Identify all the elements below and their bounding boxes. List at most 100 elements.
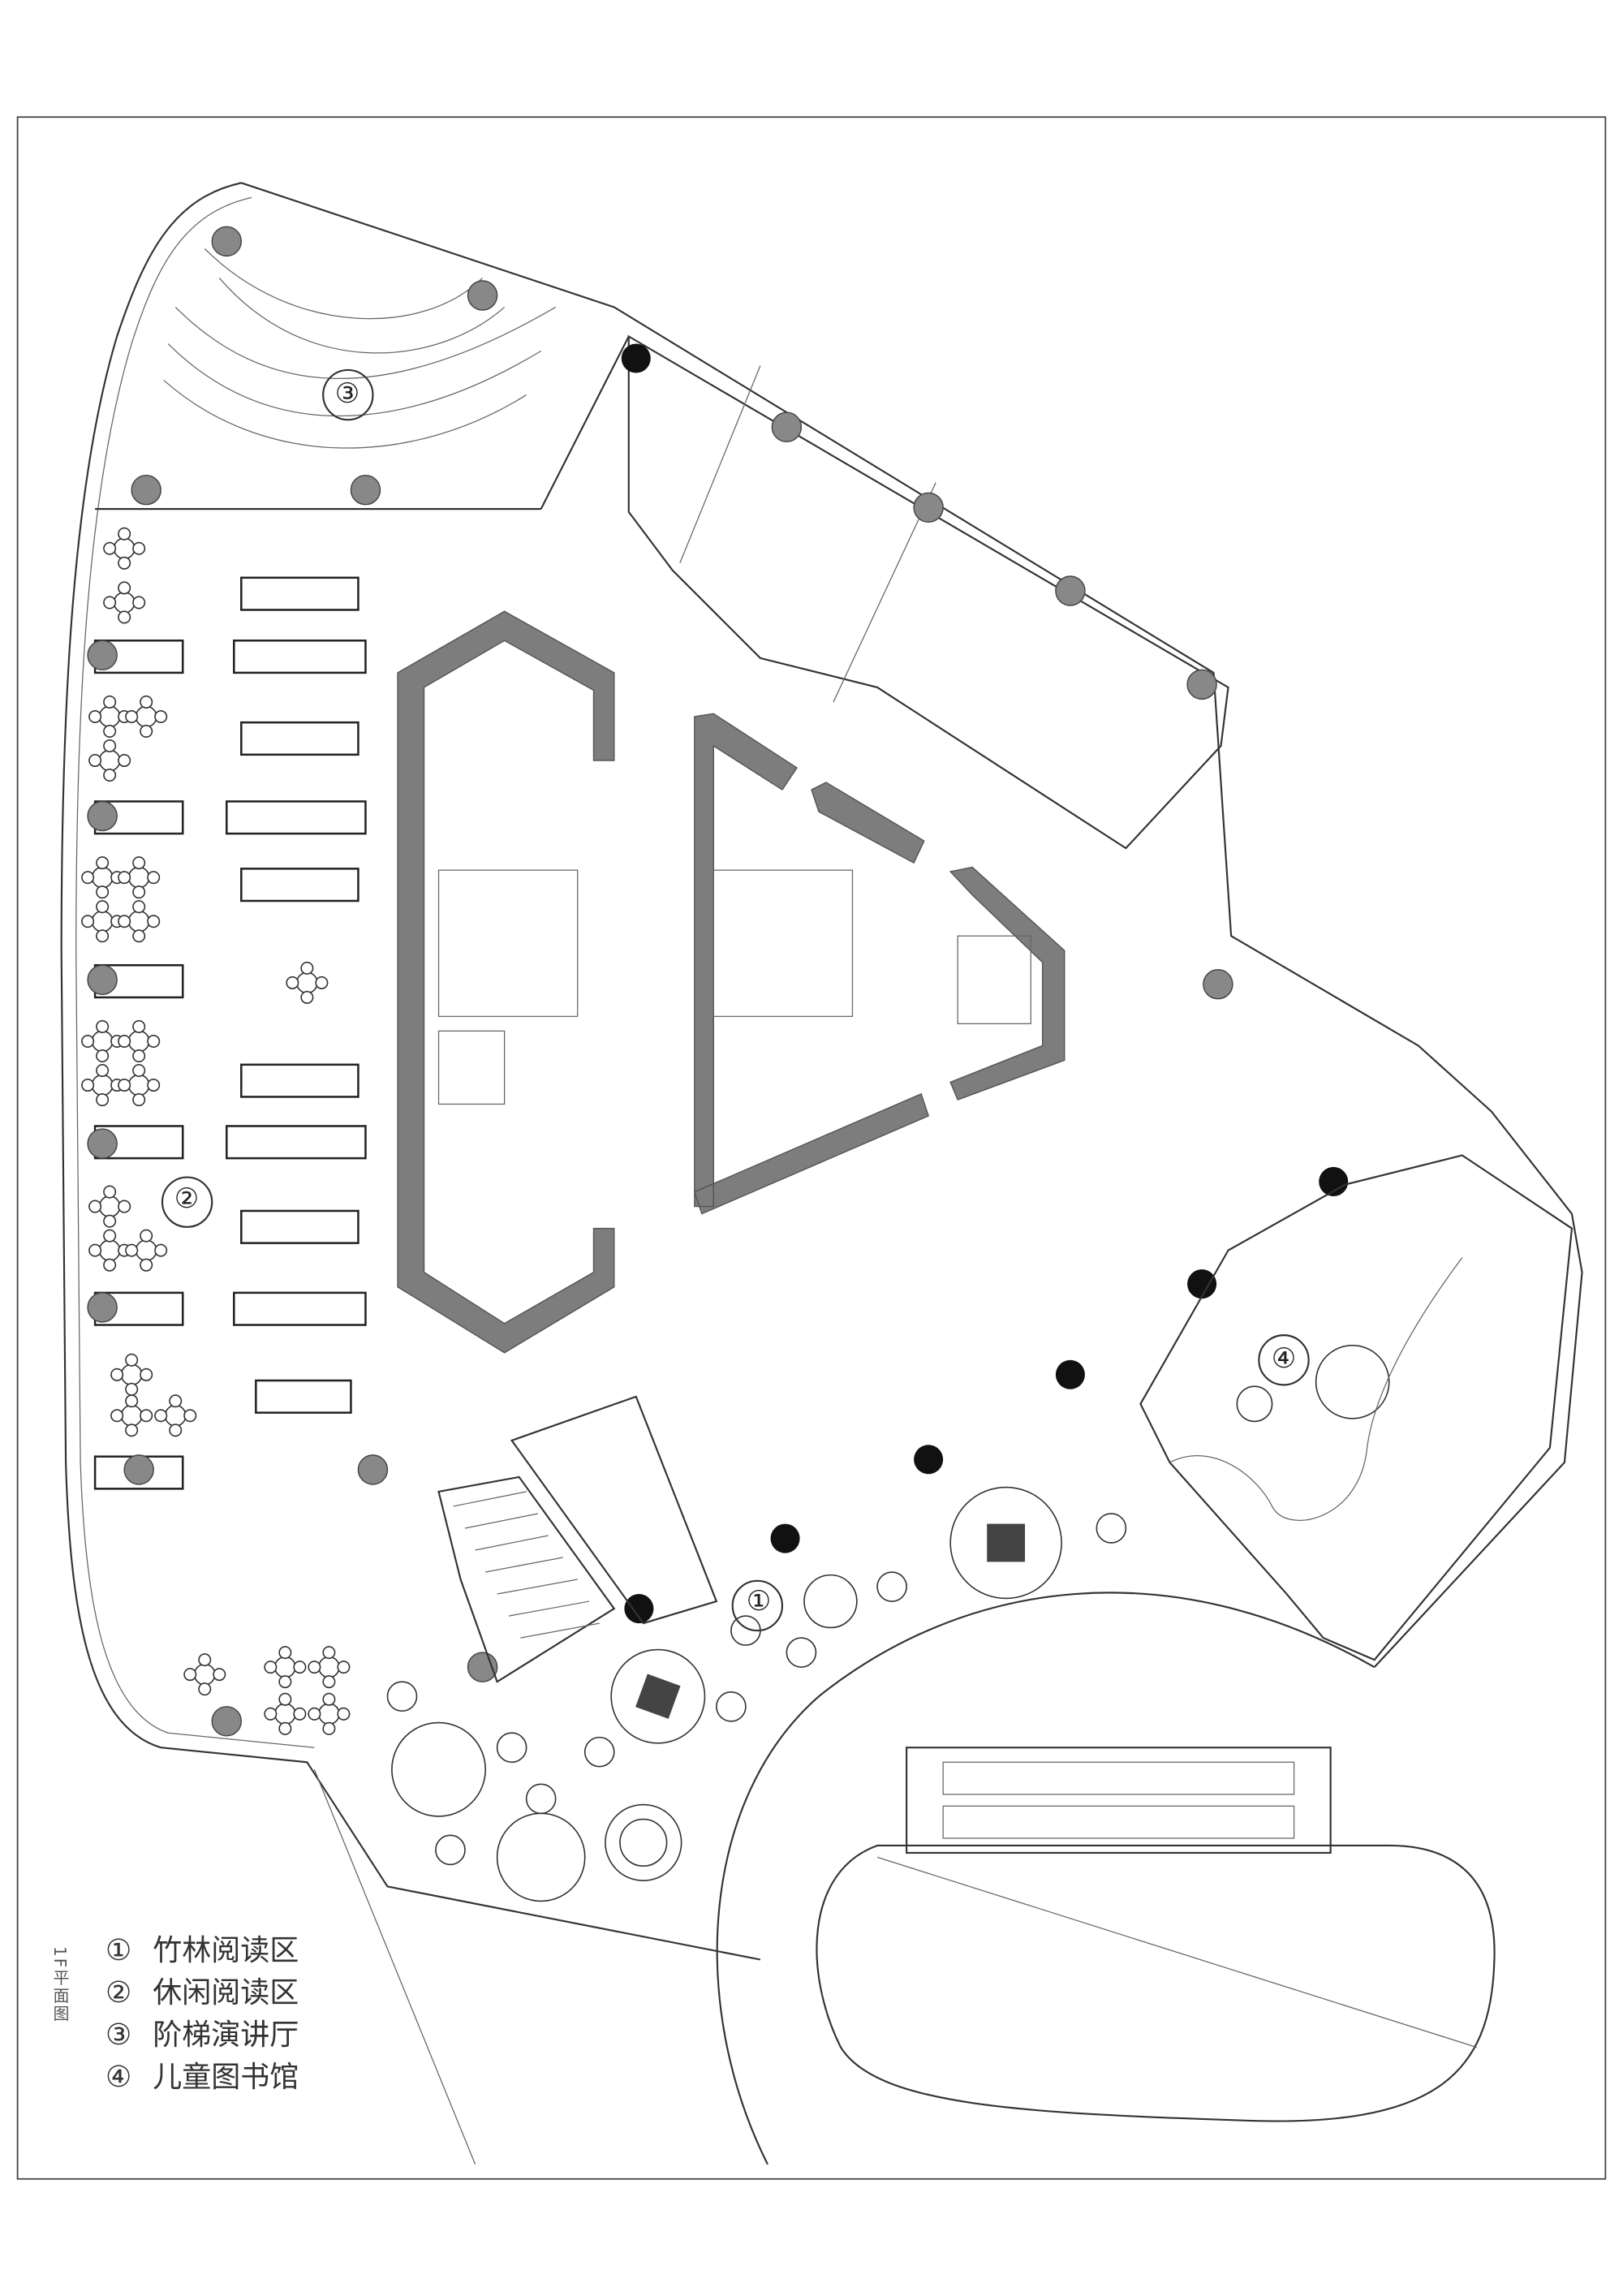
round-table — [135, 1239, 157, 1262]
void-oval — [816, 1844, 1496, 2122]
core-middle — [693, 713, 930, 1215]
chair — [88, 709, 102, 723]
northeast-rooms — [627, 334, 1229, 850]
chair — [103, 1258, 117, 1272]
chair — [118, 915, 131, 928]
chair — [103, 695, 117, 709]
chair — [337, 1707, 351, 1721]
chair — [278, 1692, 292, 1706]
chair — [96, 1019, 110, 1033]
chair — [132, 541, 146, 555]
round-table — [164, 1404, 187, 1427]
round-table — [98, 705, 121, 728]
chair — [88, 1243, 102, 1257]
round-table — [127, 866, 150, 889]
chair — [264, 1661, 278, 1674]
round-table — [91, 1030, 114, 1053]
chair — [147, 1034, 161, 1048]
round-table — [193, 1663, 216, 1686]
chair — [132, 885, 146, 899]
chair — [118, 754, 131, 768]
columns — [87, 226, 1349, 1737]
legend-number: ③ — [105, 2018, 132, 2052]
round-table — [113, 537, 136, 560]
round-table — [317, 1703, 340, 1725]
legend-name: 儿童图书馆 — [153, 2061, 299, 2094]
zone-label-1: ① — [746, 1585, 772, 1618]
chair — [286, 976, 299, 989]
chair — [140, 1229, 153, 1243]
atrium-arc — [716, 1592, 1375, 2165]
legend-number: ① — [105, 1934, 132, 1967]
chair — [125, 1243, 139, 1257]
chair — [118, 556, 131, 570]
chair — [132, 1063, 146, 1078]
chair — [132, 856, 146, 870]
chair — [198, 1653, 212, 1667]
chair — [154, 1243, 168, 1257]
legend-name: 阶梯演讲厅 — [153, 2018, 299, 2052]
zone-marker-4 — [1258, 1334, 1310, 1386]
chair — [103, 1214, 117, 1228]
chair — [147, 871, 161, 885]
escalator — [906, 1747, 1332, 1854]
chair — [103, 1185, 117, 1199]
bamboo-planters — [386, 1486, 1127, 1902]
chair — [169, 1394, 183, 1408]
legend-name: 休闲阅读区 — [153, 1976, 299, 2010]
chair — [125, 1394, 139, 1408]
chair — [278, 1721, 292, 1735]
chair — [337, 1661, 351, 1674]
zone-label-4: ④ — [1271, 1342, 1297, 1375]
chair — [322, 1646, 336, 1660]
round-table — [98, 1239, 121, 1262]
chair — [278, 1646, 292, 1660]
chair — [140, 695, 153, 709]
chair — [118, 1034, 131, 1048]
ramp-line — [313, 1769, 476, 2165]
core-left — [397, 610, 615, 1354]
chair — [125, 1353, 139, 1367]
chair — [140, 1409, 153, 1423]
chair — [81, 915, 95, 928]
building-outline — [60, 182, 1583, 1961]
chair — [278, 1675, 292, 1689]
chair — [118, 871, 131, 885]
chair — [132, 900, 146, 914]
legend-item: ① 竹林阅读区 — [105, 1930, 299, 1972]
chair — [103, 739, 117, 753]
zone-label-2: ② — [174, 1182, 200, 1215]
zone-marker-3 — [322, 368, 374, 421]
chair — [103, 769, 117, 782]
chair — [96, 1093, 110, 1107]
legend-number: ② — [105, 1976, 132, 2010]
chair — [154, 1409, 168, 1423]
core-right — [949, 866, 1065, 1101]
chair — [96, 1063, 110, 1078]
round-table — [91, 910, 114, 933]
drawing-title: 1F平面图 — [50, 1946, 70, 2023]
chair — [293, 1661, 307, 1674]
main-stair — [437, 1395, 718, 1683]
chair — [213, 1668, 226, 1682]
chair — [322, 1692, 336, 1706]
elevator-shafts — [437, 869, 1031, 1105]
chair — [300, 990, 314, 1004]
chair — [140, 724, 153, 739]
reading-tables — [81, 527, 351, 1735]
round-table — [120, 1363, 143, 1386]
round-table — [127, 1030, 150, 1053]
chair — [315, 976, 329, 989]
chair — [96, 856, 110, 870]
round-table — [295, 971, 318, 994]
legend-name: 竹林阅读区 — [153, 1934, 299, 1967]
zone-marker-1 — [731, 1579, 784, 1632]
chair — [198, 1682, 212, 1696]
zone-label-3: ③ — [334, 377, 360, 410]
round-table — [127, 910, 150, 933]
legend-item: ③ 阶梯演讲厅 — [105, 2014, 299, 2057]
round-table — [273, 1656, 296, 1678]
